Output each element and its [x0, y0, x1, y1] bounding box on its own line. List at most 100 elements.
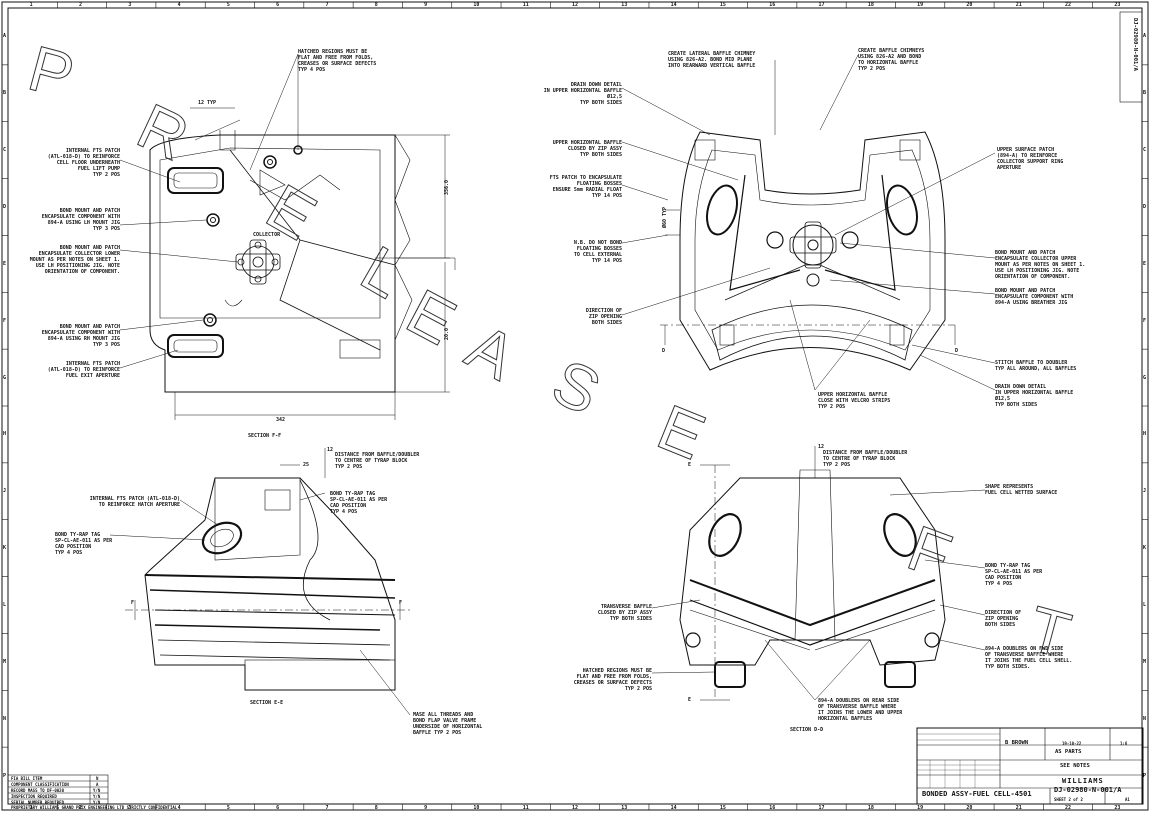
note-dd-direction-zip: DIRECTION OF ZIP OPENING BOTH SIDES [585, 308, 622, 326]
zone-label-bottom-22: 22 [1065, 805, 1072, 811]
note-ff-bond-mount-2: BOND MOUNT AND PATCH ENCAPSULATE COLLECT… [29, 245, 120, 275]
class-row-1: COMPONENT CLASSIFICATION [11, 782, 69, 787]
label-collector: COLLECTOR [253, 232, 281, 238]
zone-label-bottom-13: 13 [621, 805, 628, 811]
zone-label-right-N: N [1143, 715, 1147, 722]
zone-label-left-A: A [3, 33, 7, 40]
class-row-2: RECORD MASS TO DF-0020 [11, 788, 64, 793]
note-dd-upper-velcro: UPPER HORIZONTAL BAFFLE CLOSE WITH VELCR… [818, 392, 891, 410]
note-dd-nb-bosses: N.B. DO NOT BOND FLOATING BOSSES TO CELL… [573, 240, 622, 264]
zone-label-right-B: B [1143, 90, 1147, 97]
zone-label-bottom-11: 11 [522, 805, 529, 811]
section-dd-top-leaders [621, 54, 996, 391]
cut-mark-e-bottom: E [688, 697, 692, 703]
note-dd-fts-patch: FTS PATCH TO ENCAPSULATE FLOATING BOSSES… [549, 175, 622, 199]
zone-label-right-P: P [1143, 772, 1147, 779]
zone-label-left-F: F [3, 317, 7, 324]
dim-25: 25 [303, 462, 310, 468]
note-dd-upper-horizontal: UPPER HORIZONTAL BAFFLE CLOSED BY ZIP AS… [552, 140, 622, 158]
zone-label-top-7: 7 [325, 2, 329, 8]
zone-label-left-L: L [3, 602, 7, 608]
zone-label-top-4: 4 [177, 2, 181, 8]
section-ff-dimensions [174, 107, 450, 420]
zone-label-top-19: 19 [917, 2, 924, 8]
title-block-size: A1 [1125, 797, 1130, 802]
zone-label-top-23: 23 [1114, 2, 1121, 8]
dim-60-typ: Ø60 TYP [662, 206, 668, 228]
section-ee-view [144, 477, 396, 691]
zone-label-left-G: G [3, 374, 7, 381]
dim-12-dd: 12 [818, 444, 825, 450]
cut-mark-f-right: F [399, 600, 403, 606]
zone-label-left-B: B [3, 90, 7, 97]
note-dd2-894-fwd: 894-A DOUBLERS ON FWD SIDE OF TRANSVERSE… [985, 646, 1073, 670]
proprietary-footer: PROPRIETARY WILLIAMS GRAND PRIX ENGINEER… [11, 805, 178, 810]
dim-12-typ: 12 TYP [198, 100, 217, 106]
zone-label-right-H: H [1143, 431, 1147, 438]
class-row-3: INSPECTION REQUIRED [11, 794, 57, 799]
zone-label-bottom-17: 17 [818, 805, 825, 811]
zone-label-right-E: E [1143, 260, 1147, 267]
zone-label-left-C: C [3, 147, 7, 154]
zone-label-right-F: F [1143, 317, 1147, 324]
title-block-frame [7, 11, 1144, 805]
dim-342: 342 [276, 417, 286, 423]
note-dd2-bond-tyrap: BOND TY-RAP TAG SP-CL-AE-011 AS PER CAD … [985, 563, 1043, 587]
zone-label-top-12: 12 [572, 2, 579, 8]
zone-label-right-J: J [1143, 488, 1147, 495]
zone-label-left-N: N [3, 715, 7, 722]
cut-mark-d-right: D [955, 348, 959, 354]
note-dd-stitch: STITCH BAFFLE TO DOUBLER TYP ALL AROUND,… [995, 360, 1077, 372]
note-ff-bond-mount-3: BOND MOUNT AND PATCH ENCAPSULATE COMPONE… [41, 324, 120, 348]
zone-label-top-13: 13 [621, 2, 628, 8]
zone-label-bottom-6: 6 [276, 805, 280, 811]
class-row-4: SERIAL NUMBER REQUIRED [11, 800, 64, 805]
note-ee-bond-tyrap-1: BOND TY-RAP TAG SP-CL-AE-011 AS PER CAD … [330, 491, 388, 515]
zone-label-top-16: 16 [769, 2, 776, 8]
section-ee-title: SECTION E-E [250, 700, 284, 706]
note-dd-drain-down-2: DRAIN DOWN DETAIL IN UPPER HORIZONTAL BA… [995, 384, 1074, 408]
zone-label-top-6: 6 [276, 2, 280, 8]
section-ff-title: SECTION F-F [248, 433, 282, 439]
cut-mark-d-left: D [662, 348, 666, 354]
zone-label-right-D: D [1143, 204, 1147, 210]
zone-label-bottom-23: 23 [1114, 805, 1121, 811]
zone-label-right-M: M [1143, 658, 1147, 665]
class-val-1: A [96, 782, 99, 787]
zone-label-bottom-12: 12 [572, 805, 579, 811]
zone-label-bottom-1: 1 [29, 805, 33, 811]
title-block-grid [917, 733, 1000, 788]
zone-label-bottom-3: 3 [128, 805, 132, 811]
class-val-2: Y/N [93, 788, 101, 793]
title-block-sheet: SHEET 2 of 2 [1054, 797, 1083, 802]
zone-label-left-H: H [3, 431, 7, 438]
class-val-0: N [96, 776, 99, 781]
zone-label-right-A: A [1143, 33, 1147, 40]
note-ee-bond-tyrap-2: BOND TY-RAP TAG SP-CL-AE-011 AS PER CAD … [55, 532, 113, 556]
dim-20: 20.0 [444, 327, 450, 340]
note-dd2-shape: SHAPE REPRESENTS FUEL CELL WETTED SURFAC… [985, 484, 1058, 496]
zone-label-top-2: 2 [78, 2, 82, 8]
zone-label-top-10: 10 [473, 2, 480, 8]
zone-label-right-K: K [1143, 545, 1147, 552]
note-dd-chimneys: CREATE BAFFLE CHIMNEYS USING 826-A2 AND … [858, 48, 925, 72]
note-dd2-894-rear: 894-A DOUBLERS ON REAR SIDE OF TRANSVERS… [818, 698, 903, 722]
zone-label-top-20: 20 [966, 2, 973, 8]
zone-label-top-1: 1 [29, 2, 33, 8]
class-row-0: FIA BILL ITEM [11, 776, 43, 781]
note-ff-bond-mount-1: BOND MOUNT AND PATCH ENCAPSULATE COMPONE… [41, 208, 120, 232]
zone-label-bottom-7: 7 [325, 805, 329, 811]
title-block-title: BONDED ASSY-FUEL CELL-4501 [922, 790, 1032, 798]
zone-label-left-P: P [3, 772, 7, 779]
zone-label-bottom-5: 5 [226, 805, 230, 811]
zone-label-top-5: 5 [226, 2, 230, 8]
zone-label-top-9: 9 [424, 2, 428, 8]
note-ee-internal-fts: INTERNAL FTS PATCH (ATL-018-D) TO REINFO… [89, 496, 180, 508]
zone-label-top-22: 22 [1065, 2, 1072, 8]
zone-label-bottom-15: 15 [719, 805, 726, 811]
zone-label-top-3: 3 [128, 2, 132, 8]
zone-label-bottom-16: 16 [769, 805, 776, 811]
note-ee-distance: DISTANCE FROM BAFFLE/DOUBLER TO CENTRE O… [335, 452, 420, 470]
zone-label-top-21: 21 [1015, 2, 1022, 8]
